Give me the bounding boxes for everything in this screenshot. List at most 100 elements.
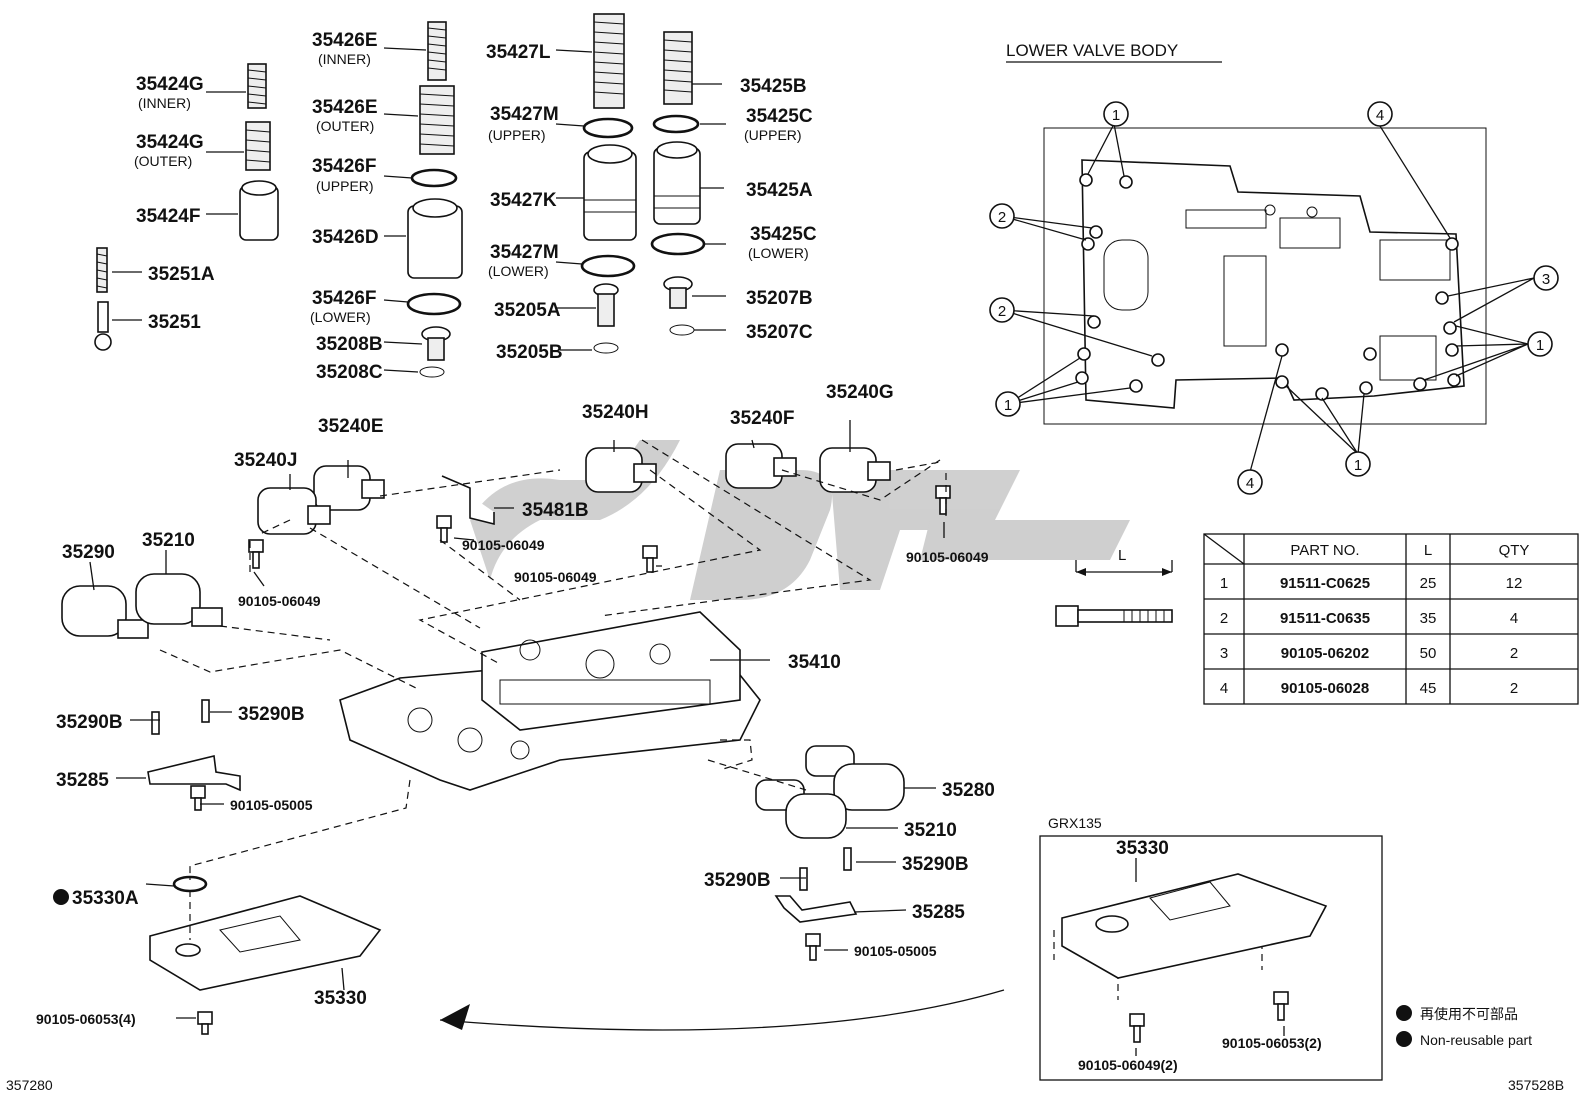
bolt-icon xyxy=(197,1011,213,1035)
solenoid-35210-right-icon xyxy=(755,779,847,839)
spring-35251a-icon xyxy=(96,247,108,293)
part-label: 35208B xyxy=(316,334,383,355)
part-sublabel: (INNER) xyxy=(138,95,191,111)
part-label: 35426D xyxy=(312,227,379,248)
plate-35285-icon xyxy=(147,755,241,792)
part-label: 90105-05005 xyxy=(230,797,313,813)
non-reusable-bullet-icon xyxy=(1396,1031,1412,1047)
spring-35425b-icon xyxy=(663,31,693,105)
part-label: 35425A xyxy=(746,180,813,201)
part-label: 90105-06049(2) xyxy=(1078,1057,1178,1073)
marker-m3: 3 xyxy=(1533,265,1559,291)
spring-35424g-inner-icon xyxy=(247,63,267,109)
bolt-icon xyxy=(642,545,658,573)
part-sublabel: (LOWER) xyxy=(310,309,371,325)
table-header-part: PART NO. xyxy=(1290,542,1359,559)
solenoid-35240g-icon xyxy=(819,447,891,493)
part-label: 35205A xyxy=(494,300,561,321)
inset-label: GRX135 xyxy=(1048,815,1102,831)
footer-right-code: 357528B xyxy=(1508,1077,1564,1093)
part-label: 90105-06049 xyxy=(238,593,321,609)
solenoid-35290-icon xyxy=(61,585,149,639)
marker-number: 1 xyxy=(1536,337,1544,354)
o-ring-35425c-lower-icon xyxy=(650,232,706,256)
inset-leaders xyxy=(1135,858,1285,1056)
marker-number: 2 xyxy=(998,303,1006,320)
arrowhead-icon xyxy=(440,1004,470,1030)
table-cell-no: 4 xyxy=(1220,680,1228,697)
part-label: 35427L xyxy=(486,42,551,63)
part-label: 35290 xyxy=(62,542,115,563)
marker-m1c: 1 xyxy=(995,391,1021,417)
part-label: 35426E xyxy=(312,97,378,118)
table-cell-l: 25 xyxy=(1420,575,1437,592)
table-cell-no: 3 xyxy=(1220,645,1228,662)
plug-35205a-icon xyxy=(593,283,619,327)
solenoid-35280-icon xyxy=(805,745,905,811)
table-cell-part: 91511-C0625 xyxy=(1280,575,1370,592)
part-label: 35330 xyxy=(314,988,367,1009)
bolt-dimension-drawing xyxy=(1055,560,1173,627)
spring-35426e-outer-icon xyxy=(419,85,455,155)
part-label: 35424G xyxy=(136,132,204,153)
plunger-35424f-icon xyxy=(239,180,279,241)
marker-m2a: 2 xyxy=(989,203,1015,229)
part-label: 35410 xyxy=(788,652,841,673)
oil-strainer-35330-icon xyxy=(149,895,382,991)
part-label: 35290B xyxy=(238,704,305,725)
oil-strainer-grx135-icon xyxy=(1061,873,1328,979)
spring-35426e-inner-icon xyxy=(427,21,447,81)
o-ring-35426f-upper-icon xyxy=(410,168,458,188)
marker-m1b: 1 xyxy=(1527,331,1553,357)
bolt-icon xyxy=(1273,991,1289,1021)
clip-35207c-icon xyxy=(669,324,695,336)
table-cell-no: 2 xyxy=(1220,610,1228,627)
part-label: 35290B xyxy=(902,854,969,875)
part-label: 35205B xyxy=(496,342,563,363)
bolt-icon xyxy=(190,785,206,811)
part-label: 90105-06053(4) xyxy=(36,1011,136,1027)
part-label: 35330A xyxy=(72,888,139,909)
assembly-dashed-lines xyxy=(159,439,1263,1000)
callout-labels: 35426E (INNER) 35426E (OUTER) 35426F (UP… xyxy=(36,30,1322,1073)
solenoid-35240j-icon xyxy=(257,487,331,535)
marker-number: 4 xyxy=(1246,475,1254,492)
table-cell-part: 90105-06028 xyxy=(1281,680,1369,697)
sleeve-35426d-icon xyxy=(407,198,463,279)
solenoid-35210-left-icon xyxy=(135,573,223,627)
part-sublabel: (INNER) xyxy=(318,51,371,67)
pin-35290b-icon xyxy=(843,847,852,871)
part-label: 35251 xyxy=(148,312,201,333)
bolt-icon xyxy=(1129,1013,1145,1043)
legend-en: Non-reusable part xyxy=(1420,1032,1532,1048)
part-label: 35426F xyxy=(312,288,376,309)
part-label: 35290B xyxy=(56,712,123,733)
part-label: 35425B xyxy=(740,76,807,97)
part-label: 35240J xyxy=(234,450,297,471)
part-label: 90105-05005 xyxy=(854,943,937,959)
part-sublabel: (LOWER) xyxy=(488,263,549,279)
part-label: 35427K xyxy=(490,190,557,211)
non-reusable-bullet-icon xyxy=(1396,1005,1412,1021)
part-label: 35240H xyxy=(582,402,649,423)
bolt-table xyxy=(1203,533,1579,705)
table-cell-part: 90105-06202 xyxy=(1281,645,1369,662)
sleeve-35427k-icon xyxy=(583,144,637,241)
part-label: 35251A xyxy=(148,264,215,285)
table-cell-qty: 12 xyxy=(1506,575,1523,592)
pin-35290b-icon xyxy=(799,867,808,891)
part-sublabel: (OUTER) xyxy=(134,153,192,169)
marker-m1a: 1 xyxy=(1103,101,1129,127)
part-label: 35285 xyxy=(56,770,109,791)
clip-35205b-icon xyxy=(593,342,619,354)
marker-number: 3 xyxy=(1542,271,1550,288)
marker-m1d: 1 xyxy=(1345,451,1371,477)
part-sublabel: (OUTER) xyxy=(316,118,374,134)
solenoid-35240h-icon xyxy=(585,447,657,493)
part-label: 35424G xyxy=(136,74,204,95)
part-label: 90105-06053(2) xyxy=(1222,1035,1322,1051)
part-label: 35481B xyxy=(522,500,589,521)
marker-m4a: 4 xyxy=(1367,101,1393,127)
table-cell-part: 91511-C0635 xyxy=(1280,610,1370,627)
